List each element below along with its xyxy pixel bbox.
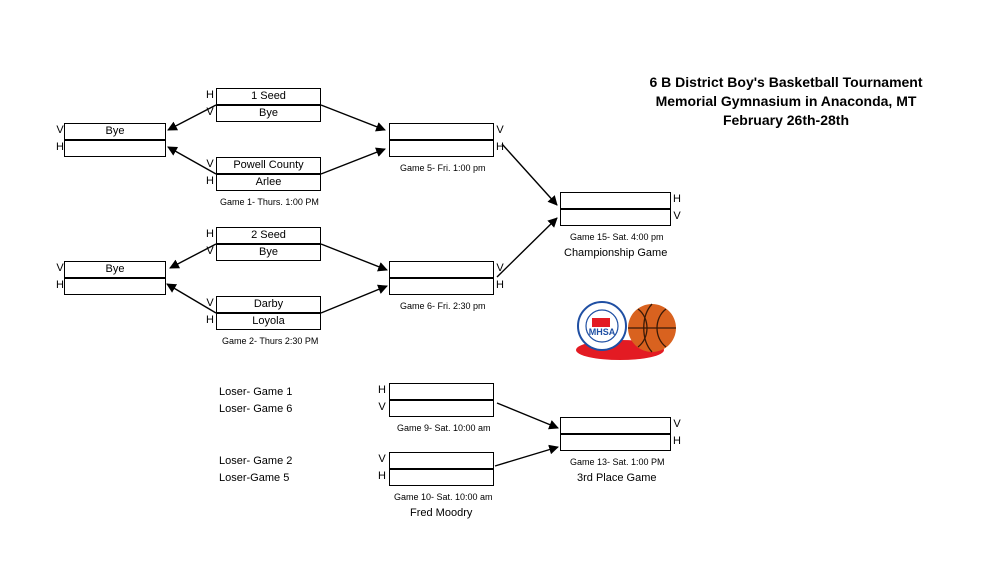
bye-slot-bottom: Bye <box>64 261 166 278</box>
team-bye: Bye <box>216 105 321 122</box>
home-marker: H <box>673 435 681 447</box>
team-2-seed: 2 Seed <box>216 227 321 244</box>
game-15-caption: Game 15- Sat. 4:00 pm <box>570 232 664 242</box>
empty-slot-game-9-home <box>389 383 494 400</box>
empty-slot-bye-bottom-home <box>64 278 166 295</box>
visitor-marker: V <box>206 245 214 257</box>
team-loyola: Loyola <box>216 313 321 330</box>
game-6-caption: Game 6- Fri. 2:30 pm <box>400 301 486 311</box>
home-marker: H <box>496 141 504 153</box>
home-marker: H <box>206 228 214 240</box>
visitor-marker: V <box>496 262 504 274</box>
championship-game-label: Championship Game <box>564 247 668 259</box>
connector-game9-to-game13 <box>496 402 559 430</box>
home-marker: H <box>206 175 214 187</box>
connector-game6-to-game15 <box>496 217 558 278</box>
empty-slot-game-9-visitor <box>389 400 494 417</box>
visitor-marker: V <box>206 106 214 118</box>
connector-1seed-to-game5 <box>320 104 386 132</box>
connector-game2-to-game6 <box>320 284 388 314</box>
loser-game-5-label: Loser-Game 5 <box>219 472 290 484</box>
empty-slot-third-place-visitor <box>560 417 671 434</box>
game-10-caption: Game 10- Sat. 10:00 am <box>394 492 493 502</box>
connector-game5-to-game15 <box>501 143 558 206</box>
visitor-marker: V <box>673 418 681 430</box>
visitor-marker: V <box>673 210 681 222</box>
connector-game10-to-game13 <box>494 444 559 467</box>
game-13-caption: Game 13- Sat. 1:00 PM <box>570 457 665 467</box>
game-1-caption: Game 1- Thurs. 1:00 PM <box>220 197 319 207</box>
visitor-marker: V <box>206 158 214 170</box>
title-line-1: 6 B District Boy's Basketball Tournament <box>649 74 923 90</box>
empty-slot-game-6-home <box>389 278 494 295</box>
empty-slot-game-10-visitor <box>389 452 494 469</box>
title-line-3: February 26th-28th <box>722 112 850 128</box>
third-place-game-label: 3rd Place Game <box>577 472 657 484</box>
visitor-marker: V <box>56 262 64 274</box>
connector-game2-to-bye <box>166 283 217 314</box>
home-marker: H <box>206 314 214 326</box>
empty-slot-bye-top-home <box>64 140 166 157</box>
connector-1seed-to-bye <box>167 104 217 131</box>
home-marker: H <box>56 279 64 291</box>
visitor-marker: V <box>378 453 386 465</box>
fred-moodry-site-label: Fred Moodry <box>410 507 473 519</box>
loser-game-1-label: Loser- Game 1 <box>219 386 293 398</box>
game-5-caption: Game 5- Fri. 1:00 pm <box>400 163 486 173</box>
team-arlee: Arlee <box>216 174 321 191</box>
empty-slot-third-place-home <box>560 434 671 451</box>
mhsa-logo: MHSA <box>576 301 676 360</box>
game-2-caption: Game 2- Thurs 2:30 PM <box>222 336 319 346</box>
home-marker: H <box>378 384 386 396</box>
home-marker: H <box>673 193 681 205</box>
title-line-2: Memorial Gymnasium in Anaconda, MT <box>655 93 917 109</box>
svg-text:MHSA: MHSA <box>589 327 616 337</box>
visitor-marker: V <box>56 124 64 136</box>
bye-slot-top: Bye <box>64 123 166 140</box>
tournament-title: 6 B District Boy's Basketball Tournament… <box>600 73 972 130</box>
connector-game1-to-bye <box>167 146 217 175</box>
game-9-caption: Game 9- Sat. 10:00 am <box>397 423 491 433</box>
empty-slot-game-6-visitor <box>389 261 494 278</box>
connector-2seed-to-bye <box>169 243 217 269</box>
connector-2seed-to-game6 <box>320 243 388 272</box>
empty-slot-game-5-home <box>389 140 494 157</box>
home-marker: H <box>378 470 386 482</box>
visitor-marker: V <box>378 401 386 413</box>
empty-slot-game-10-home <box>389 469 494 486</box>
team-darby: Darby <box>216 296 321 313</box>
loser-game-6-label: Loser- Game 6 <box>219 403 293 415</box>
home-marker: H <box>496 279 504 291</box>
visitor-marker: V <box>206 297 214 309</box>
loser-game-2-label: Loser- Game 2 <box>219 455 293 467</box>
team-bye: Bye <box>216 244 321 261</box>
connector-game1-to-game5 <box>320 147 386 175</box>
empty-slot-game-5-visitor <box>389 123 494 140</box>
team-1-seed: 1 Seed <box>216 88 321 105</box>
visitor-marker: V <box>496 124 504 136</box>
empty-slot-championship-home <box>560 192 671 209</box>
empty-slot-championship-visitor <box>560 209 671 226</box>
home-marker: H <box>206 89 214 101</box>
team-powell-county: Powell County <box>216 157 321 174</box>
home-marker: H <box>56 141 64 153</box>
